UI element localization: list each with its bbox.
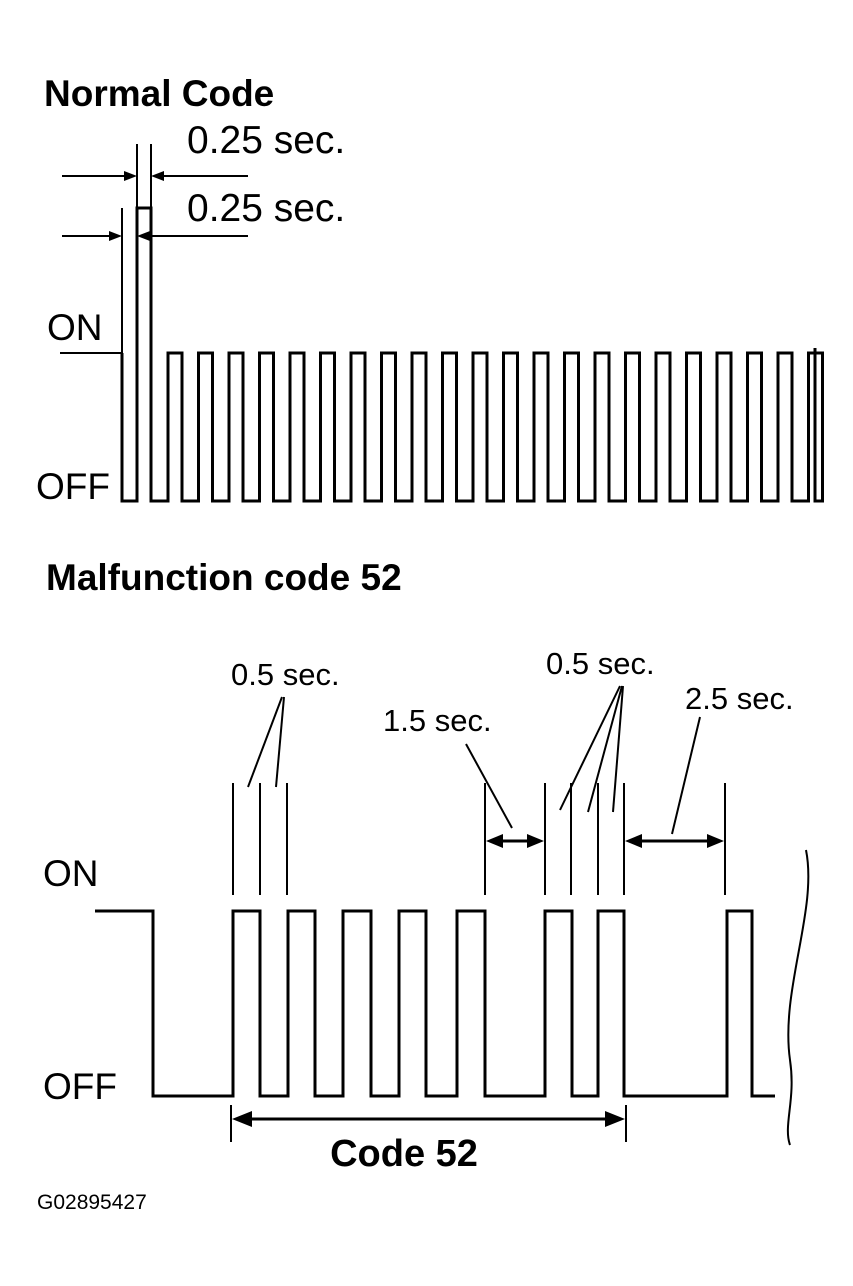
figure-id: G02895427 bbox=[37, 1191, 147, 1214]
code-52-label: Code 52 bbox=[330, 1133, 478, 1175]
normal-pulse-off-label: 0.25 sec. bbox=[187, 187, 345, 230]
normal-off-label: OFF bbox=[36, 466, 110, 507]
repeat-gap-arrowhead-right bbox=[707, 834, 724, 848]
second-digit-pulse-label: 0.5 sec. bbox=[546, 646, 655, 681]
malfunction-code-waveform bbox=[95, 909, 775, 1098]
normal-code-section: Normal Code 0.25 sec. 0.25 sec. ON OFF bbox=[36, 73, 824, 507]
leader-line-second-digit-c bbox=[612, 685, 624, 813]
normal-arrowhead-1b bbox=[151, 171, 164, 181]
first-digit-pulse-label: 0.5 sec. bbox=[231, 657, 340, 692]
digit-gap-label: 1.5 sec. bbox=[383, 703, 492, 738]
leader-line-second-digit-b bbox=[587, 685, 623, 813]
normal-arrowhead-1a bbox=[124, 171, 137, 181]
malfunction-on-label: ON bbox=[43, 853, 99, 894]
digit-gap-arrowhead-right bbox=[527, 834, 544, 848]
malfunction-off-label: OFF bbox=[43, 1066, 117, 1107]
leader-line-digit-gap bbox=[465, 743, 513, 829]
normal-code-title: Normal Code bbox=[44, 73, 274, 114]
malfunction-code-title: Malfunction code 52 bbox=[46, 557, 402, 598]
malfunction-code-section: Malfunction code 52 0.5 sec. 0.5 sec. 1.… bbox=[43, 557, 810, 1175]
normal-arrowhead-2b bbox=[137, 231, 150, 241]
normal-on-label: ON bbox=[47, 307, 103, 348]
code-span-arrowhead-right bbox=[605, 1111, 625, 1127]
code-span-arrowhead-left bbox=[232, 1111, 252, 1127]
digit-gap-arrowhead-left bbox=[486, 834, 503, 848]
normal-arrowhead-2a bbox=[109, 231, 122, 241]
leader-line-second-digit-a bbox=[559, 685, 621, 811]
leader-line-first-digit-b bbox=[275, 696, 285, 788]
normal-pulse-on-label: 0.25 sec. bbox=[187, 119, 345, 162]
break-mark bbox=[786, 849, 810, 1146]
repeat-gap-label: 2.5 sec. bbox=[685, 681, 794, 716]
normal-code-waveform bbox=[120, 206, 824, 503]
repeat-gap-arrowhead-left bbox=[625, 834, 642, 848]
leader-line-repeat-gap bbox=[671, 716, 701, 835]
leader-line-first-digit-a bbox=[247, 696, 283, 788]
